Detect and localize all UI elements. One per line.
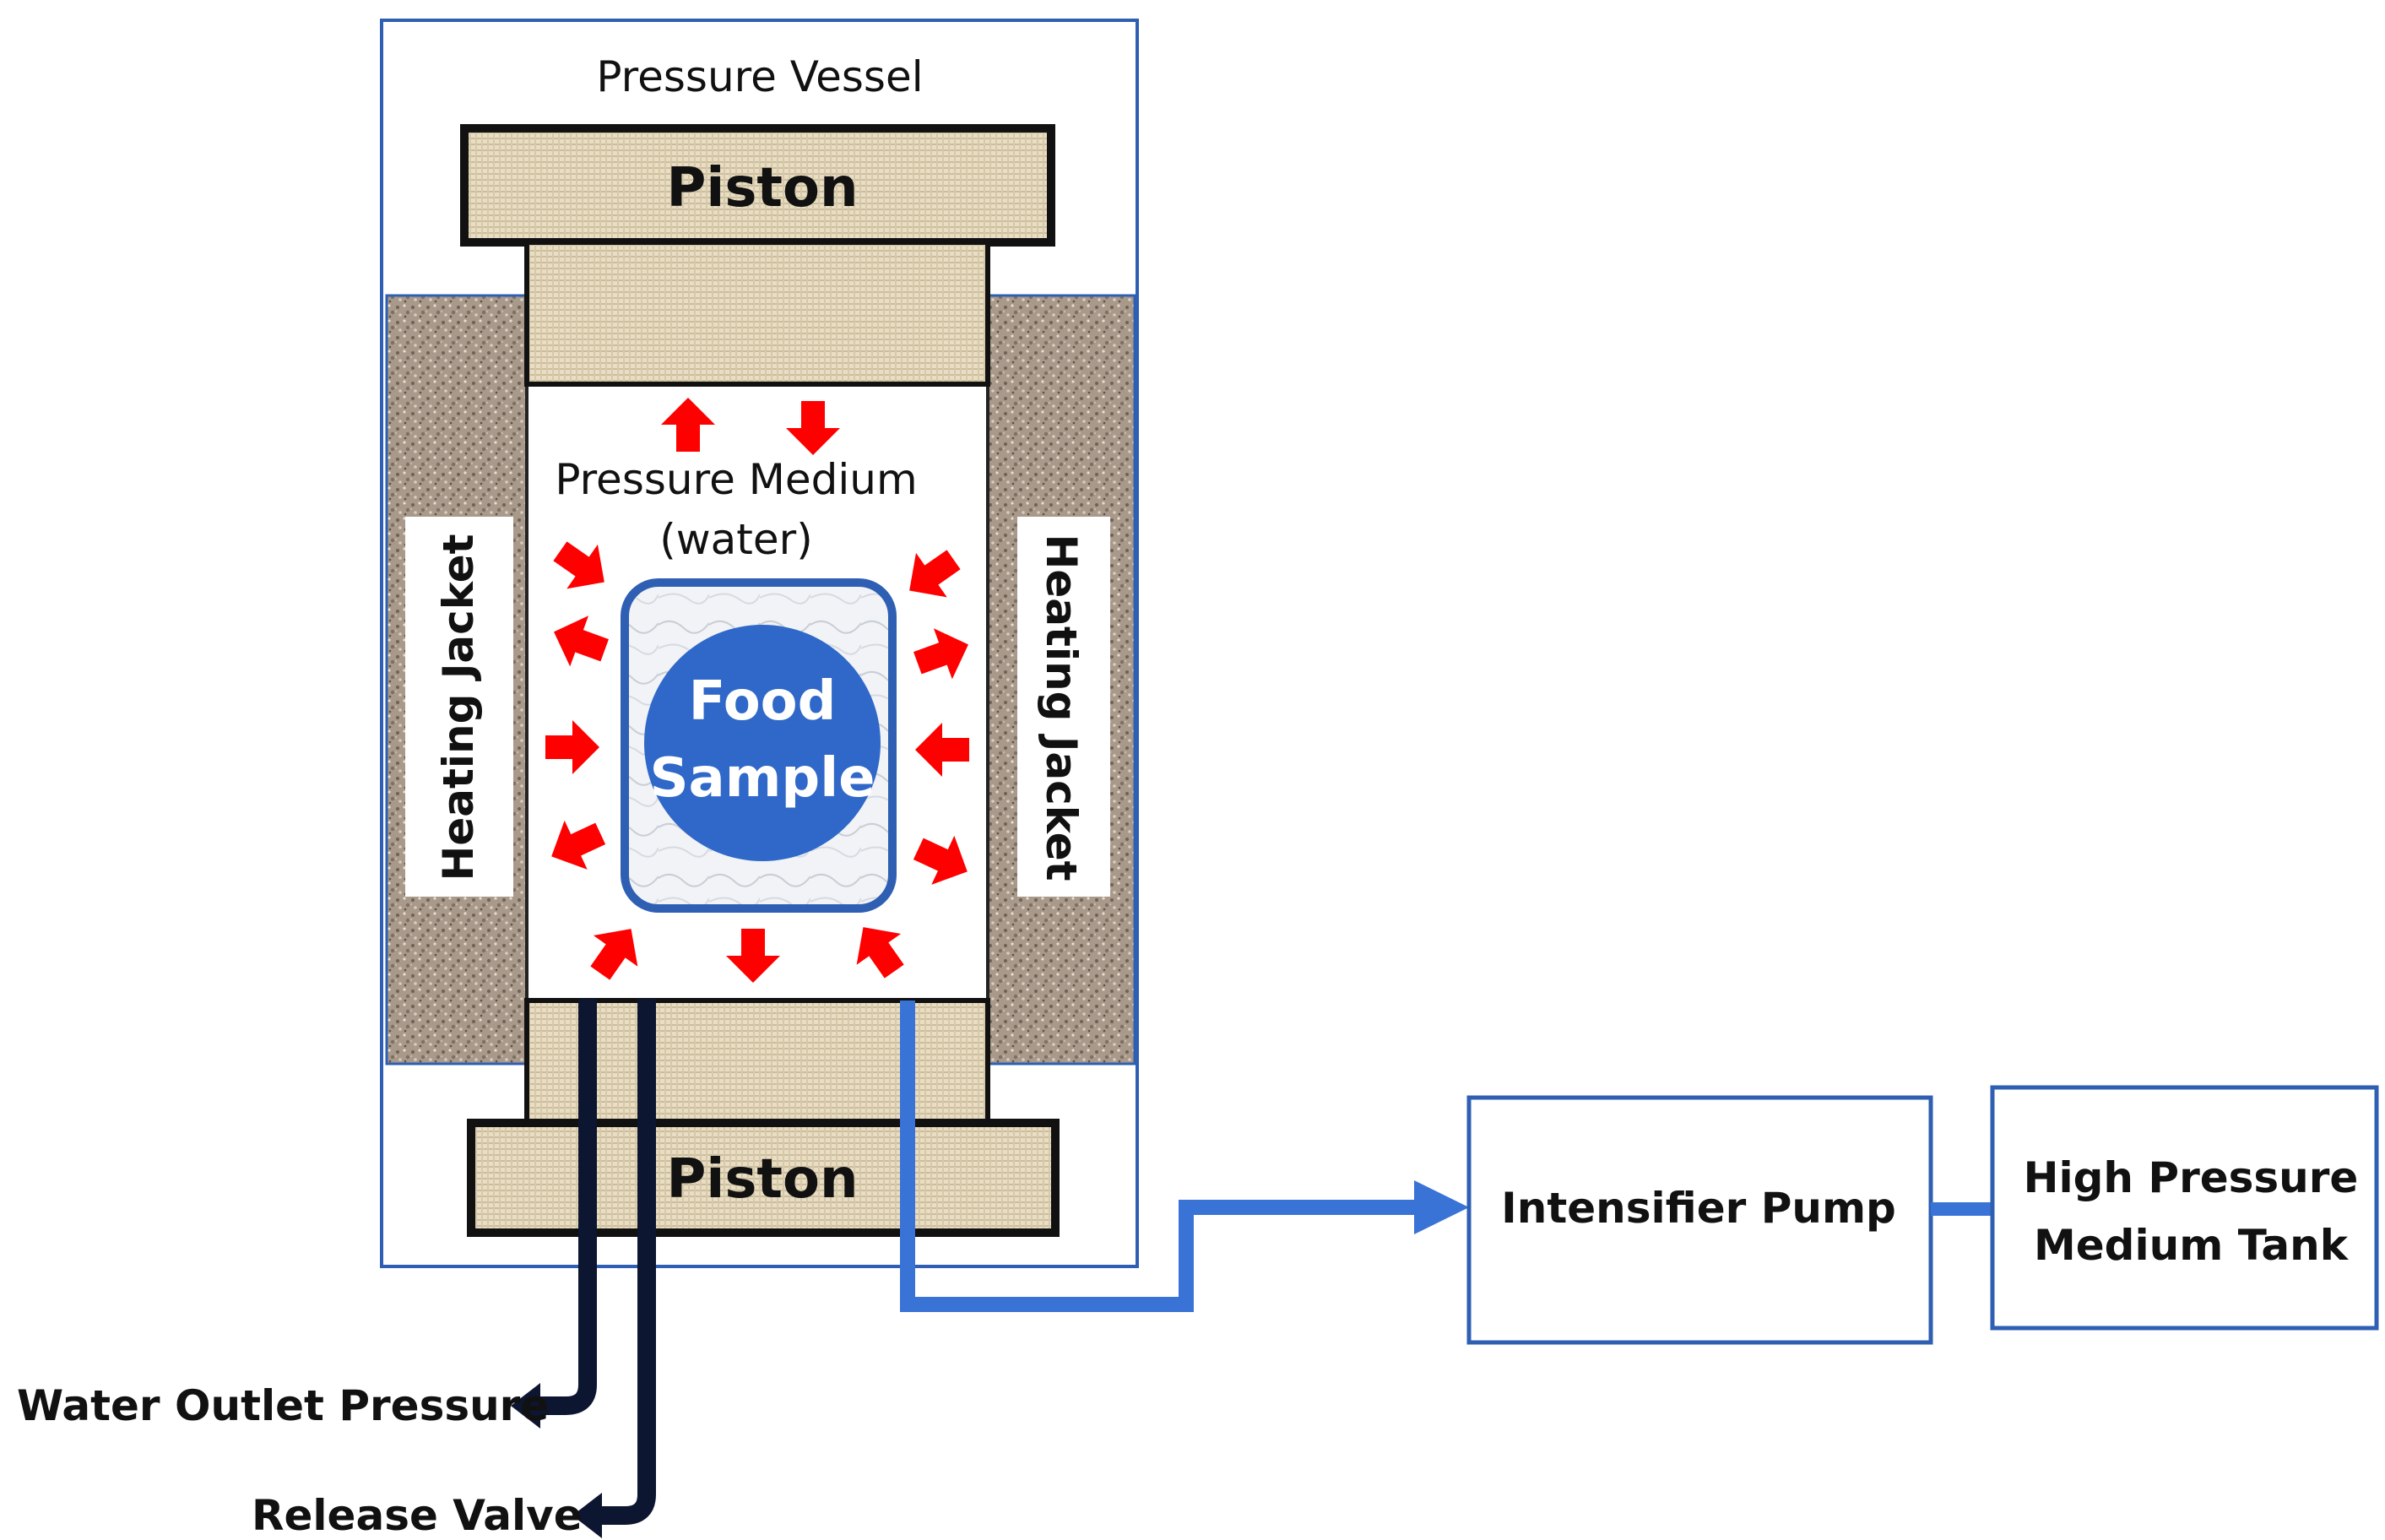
vessel-title: Pressure Vessel — [596, 52, 923, 101]
medium-tank-label-line1: High Pressure — [2024, 1153, 2359, 1202]
red-arrow-icon — [590, 929, 638, 980]
red-arrow-icon — [909, 550, 961, 598]
water-outlet-pipe — [528, 999, 597, 1415]
medium-tank-box — [1990, 1085, 2379, 1331]
blue-arrowhead-icon — [1414, 1180, 1469, 1234]
red-arrow-icon — [915, 723, 969, 777]
bottom-piston-head — [467, 1119, 1060, 1237]
red-arrow-icon — [554, 615, 609, 667]
top-piston-rod — [524, 240, 990, 387]
pressure-arrows — [545, 398, 969, 983]
heating-jacket-left-label: Heating Jacket — [434, 534, 483, 881]
intensifier-pump-box — [1466, 1095, 1933, 1345]
release-valve-label: Release Valve — [252, 1491, 583, 1540]
food-sample-label-line1: Food — [689, 670, 837, 733]
water-outlet-label: Water Outlet Pressure — [17, 1381, 549, 1430]
pressure-medium-label-line1: Pressure Medium — [555, 455, 917, 504]
bottom-piston-label: Piston — [666, 1148, 858, 1211]
top-piston-head — [460, 124, 1055, 247]
heating-jacket-right-label-box — [1017, 517, 1110, 897]
pressure-medium-label-line2: (water) — [659, 515, 812, 564]
red-arrow-icon — [913, 628, 968, 680]
release-valve-pipe — [591, 999, 656, 1525]
medium-tank-label-line2: Medium Tank — [2034, 1221, 2350, 1270]
red-arrow-icon — [913, 835, 968, 885]
heating-jacket-right-label: Heating Jacket — [1037, 534, 1086, 881]
red-arrow-icon — [553, 541, 604, 589]
water-outlet-arrowhead-icon — [511, 1383, 540, 1429]
intensifier-pump-label: Intensifier Pump — [1501, 1184, 1896, 1233]
food-sample — [644, 625, 881, 861]
red-arrow-icon — [551, 820, 606, 870]
heating-jacket-left-label-box — [405, 517, 513, 897]
red-arrow-icon — [726, 929, 780, 983]
pressure-medium-supply-line — [900, 1000, 1435, 1312]
red-arrow-icon — [786, 401, 840, 455]
red-arrow-icon — [545, 720, 599, 774]
red-arrow-icon — [856, 927, 904, 979]
release-valve-arrowhead-icon — [572, 1493, 602, 1538]
red-arrow-icon — [661, 398, 715, 452]
food-sample-label-line2: Sample — [649, 747, 875, 810]
top-piston-label: Piston — [666, 157, 858, 220]
